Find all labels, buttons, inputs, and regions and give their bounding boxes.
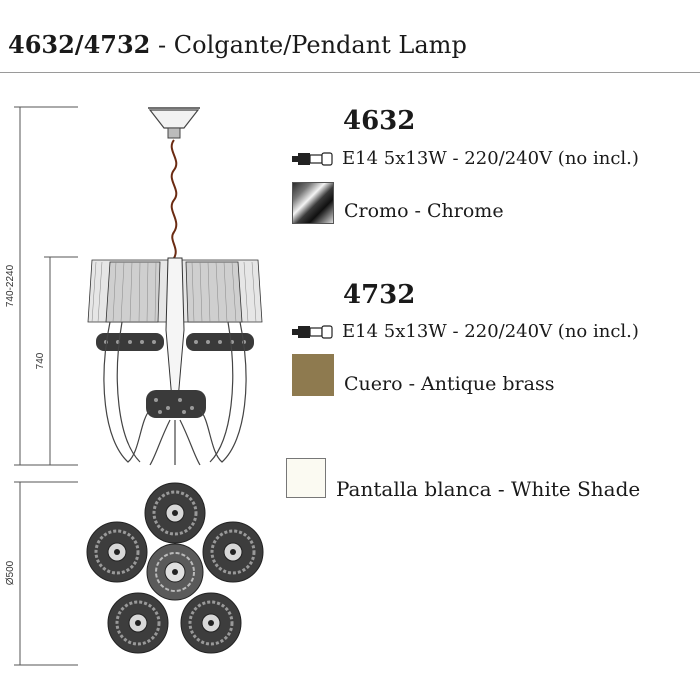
page-title: 4632/4732 - Colgante/Pendant Lamp xyxy=(8,30,467,59)
dimension-body-height: 740 xyxy=(35,352,46,369)
decorative-rings xyxy=(96,333,254,418)
rosette-bottom-left xyxy=(107,592,169,654)
model-4732-code: 4732 xyxy=(343,280,416,310)
rosette-bottom-right xyxy=(180,592,242,654)
shade-label: Pantalla blanca - White Shade xyxy=(336,477,641,501)
dimension-lines xyxy=(14,106,78,666)
lamp-arms xyxy=(103,321,247,466)
rosette-left xyxy=(86,521,148,583)
dimension-diameter: Ø500 xyxy=(5,560,16,585)
model-4632-finish: Cromo - Chrome xyxy=(292,182,504,224)
model-4632-spec-text: E14 5x13W - 220/240V (no incl.) xyxy=(342,148,639,169)
model-4732-finish-label: Cuero - Antique brass xyxy=(344,373,555,395)
model-4632-spec: E14 5x13W - 220/240V (no incl.) xyxy=(292,148,639,169)
title-divider xyxy=(0,72,700,73)
model-4632-code: 4632 xyxy=(343,106,416,136)
plan-view-rosettes xyxy=(86,482,264,654)
shade-option: Pantalla blanca - White Shade xyxy=(286,455,640,501)
shade-pleats xyxy=(91,261,257,323)
model-4732-spec-text: E14 5x13W - 220/240V (no incl.) xyxy=(342,321,639,342)
model-4632-finish-label: Cromo - Chrome xyxy=(344,200,504,222)
product-code: 4632/4732 xyxy=(8,30,151,59)
model-4732-finish: Cuero - Antique brass xyxy=(292,354,554,396)
lamp-technical-drawing: 740-2240 740 Ø500 xyxy=(5,106,264,666)
model-4732-spec: E14 5x13W - 220/240V (no incl.) xyxy=(292,321,639,342)
bulb-icon xyxy=(292,151,333,166)
title-separator: - xyxy=(158,31,167,59)
rosette-top xyxy=(144,482,206,544)
suspension-chain xyxy=(170,139,178,259)
chrome-swatch xyxy=(292,182,334,224)
rosette-center xyxy=(146,543,204,601)
dimension-total-height: 740-2240 xyxy=(5,264,16,307)
central-column xyxy=(165,257,185,401)
product-name: Colgante/Pendant Lamp xyxy=(173,31,467,59)
bulb-icon xyxy=(292,324,333,339)
antique-brass-swatch xyxy=(292,354,334,396)
white-shade-swatch xyxy=(286,458,326,498)
rosette-right xyxy=(202,521,264,583)
ceiling-canopy xyxy=(148,107,200,139)
